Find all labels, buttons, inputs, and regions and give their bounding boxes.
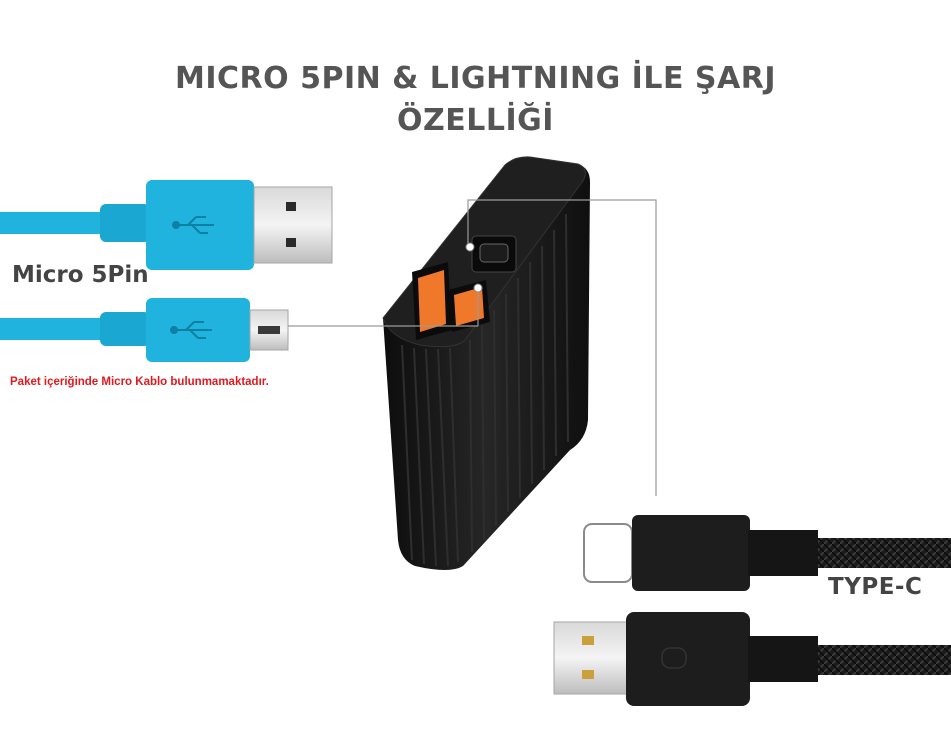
page-title: MICRO 5PIN & LIGHTNING İLE ŞARJ ÖZELLİĞİ xyxy=(0,58,951,142)
usb-a-black-cable xyxy=(553,612,951,706)
type-c-label: TYPE-C xyxy=(828,574,923,600)
usb-trident-icon xyxy=(170,321,212,339)
micro-usb-blue-cable xyxy=(0,298,289,362)
connector-lines xyxy=(288,199,657,496)
title-line-1: MICRO 5PIN & LIGHTNING İLE ŞARJ xyxy=(175,61,776,96)
usb-trident-icon xyxy=(172,216,214,234)
type-c-cable xyxy=(583,515,951,591)
power-bank xyxy=(382,156,590,570)
package-note: Paket içeriğinde Micro Kablo bulunmamakt… xyxy=(10,376,269,388)
title-line-2: ÖZELLİĞİ xyxy=(397,103,554,138)
micro-5pin-label: Micro 5Pin xyxy=(12,262,149,288)
usb-a-blue-cable xyxy=(0,180,333,270)
